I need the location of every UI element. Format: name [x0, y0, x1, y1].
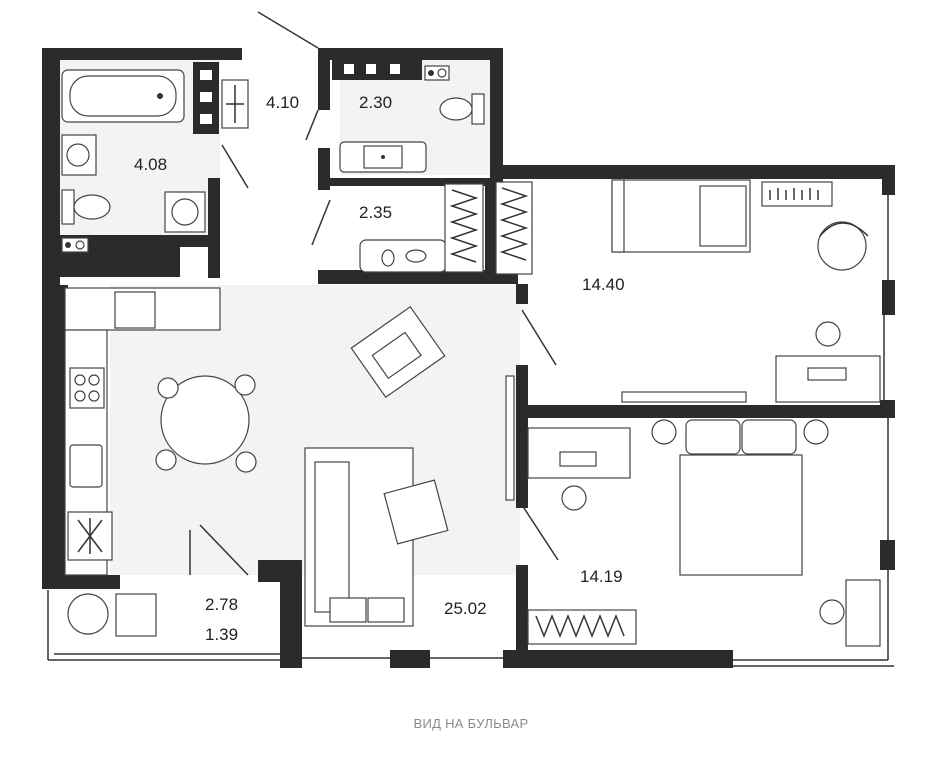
bed-bottom: [651, 419, 829, 576]
view-caption: ВИД НА БУЛЬВАР: [413, 716, 529, 731]
tv-stand-top: [621, 391, 747, 403]
ottoman: [383, 479, 449, 545]
door-swings: [189, 11, 559, 576]
armchair-living: [350, 305, 446, 399]
bed-top: [611, 179, 751, 253]
area-balcony-reduced: 1.39: [205, 625, 238, 644]
windows: [47, 195, 894, 667]
wc-toilet: [439, 93, 485, 125]
bathroom-toilet: [61, 189, 111, 225]
area-bathroom: 4.08: [134, 155, 167, 174]
wardrobe-rack-1: [444, 183, 484, 273]
area-wc: 2.30: [359, 93, 392, 112]
washing-machine: [164, 191, 206, 233]
area-wardrobe: 2.35: [359, 203, 392, 222]
bathtub: [61, 69, 185, 123]
area-living-kitchen: 25.02: [444, 599, 487, 618]
desk-bottom: [527, 427, 631, 511]
armchair-bedroom: [817, 221, 869, 271]
dining-table: [155, 374, 257, 473]
dresser-bottom: [819, 579, 881, 647]
area-bedroom-top: 14.40: [582, 275, 625, 294]
wardrobe-rack-2: [495, 181, 533, 275]
sofa: [304, 447, 414, 627]
wc-sink: [339, 141, 427, 173]
desk-top: [775, 321, 881, 403]
shelf-top: [761, 181, 833, 207]
area-hall: 4.10: [266, 93, 299, 112]
area-bedroom-bottom: 14.19: [580, 567, 623, 586]
balcony-furniture: [67, 593, 157, 637]
kitchen-counter: [64, 287, 221, 576]
wardrobe-shelf: [359, 239, 447, 273]
area-balcony: 2.78: [205, 595, 238, 614]
bathroom-sink: [61, 134, 97, 176]
wc-meter: [424, 65, 450, 81]
walls: [42, 48, 895, 668]
radiator-bathroom: [221, 79, 249, 129]
wardrobe-bottom: [527, 609, 637, 645]
shaft-bathroom: [193, 62, 219, 134]
meter-bathroom: [61, 237, 89, 253]
wc-shaft: [332, 60, 422, 80]
tv-panel: [505, 375, 515, 501]
